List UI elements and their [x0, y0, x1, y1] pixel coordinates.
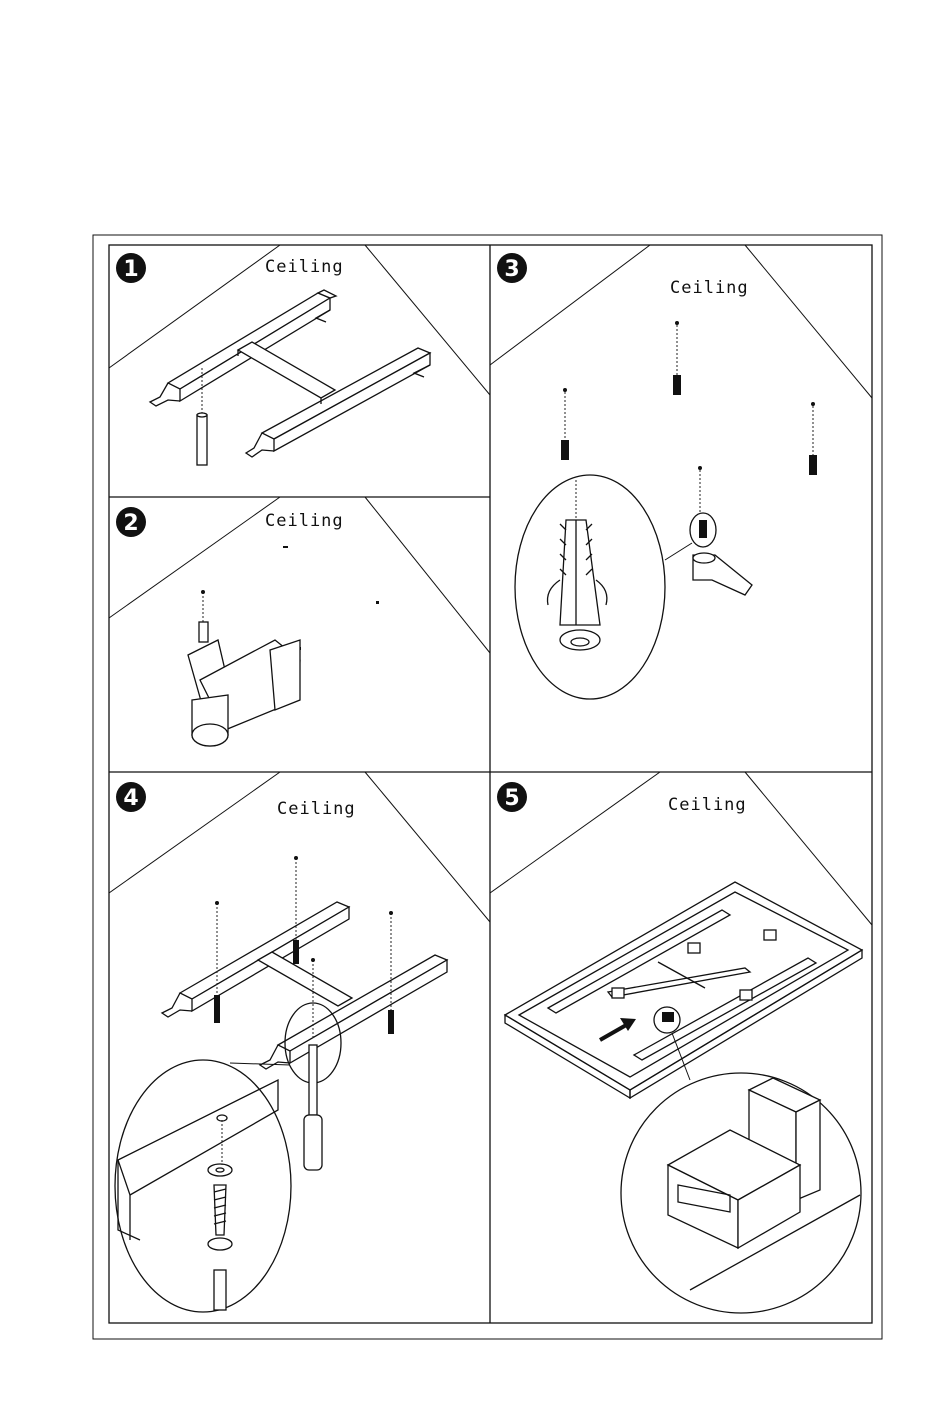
step-number-1: 1 — [123, 257, 138, 282]
anchor-detail-magnifier — [515, 475, 692, 699]
ceiling-edge-right — [365, 772, 490, 922]
ceiling-label-5: Ceiling — [668, 795, 747, 815]
ceiling-label-2: Ceiling — [265, 511, 344, 531]
ceiling-label-3: Ceiling — [670, 278, 749, 298]
h-bracket — [162, 902, 447, 1069]
ceiling-edge-right — [365, 497, 490, 653]
panel-2: 2 Ceiling — [109, 497, 490, 746]
h-bracket — [150, 290, 430, 457]
step-number-5: 5 — [504, 786, 519, 811]
drill-hole-mark — [376, 601, 379, 604]
panel-4: 4 Ceiling — [109, 772, 490, 1312]
screw-detail-magnifier — [115, 1060, 291, 1312]
anchor-icon — [561, 388, 569, 460]
drill-hole-mark — [283, 546, 288, 548]
wall-anchor-icon — [197, 413, 207, 465]
anchor-icon — [809, 402, 817, 475]
step-number-2: 2 — [123, 511, 138, 536]
ceiling-label-4: Ceiling — [277, 799, 356, 819]
ceiling-edge-right — [745, 245, 872, 398]
panel-1: 1 Ceiling — [109, 245, 490, 465]
step-number-4: 4 — [123, 786, 138, 811]
step-number-3: 3 — [504, 257, 519, 282]
screwdriver-icon — [304, 1045, 322, 1170]
anchor-with-drill-icon — [690, 466, 752, 595]
drill-point — [201, 590, 205, 594]
panel-fixture-frame — [505, 882, 862, 1098]
panel-5: 5 Ceiling — [490, 772, 872, 1313]
drill-icon — [188, 622, 300, 746]
clip-detail-magnifier — [621, 1073, 861, 1313]
anchor-icon — [673, 321, 681, 395]
panel-3: 3 Ceiling — [490, 245, 872, 699]
ceiling-label-1: Ceiling — [265, 257, 344, 277]
